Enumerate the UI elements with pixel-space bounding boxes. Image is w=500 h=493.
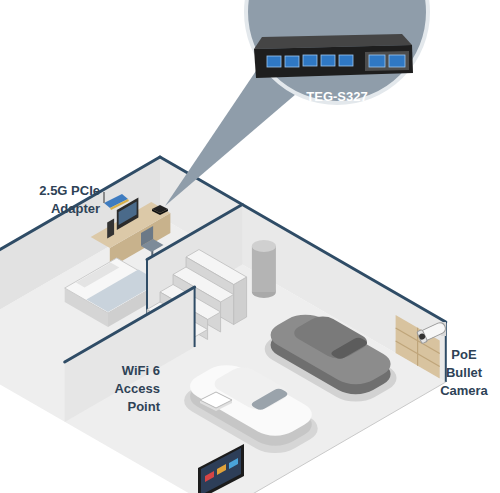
car-windshield [329, 337, 370, 361]
callout-bubble: TEG-S327 [243, 0, 431, 106]
ap-top [200, 392, 232, 408]
car-roof [288, 313, 373, 362]
tv-tile [217, 464, 226, 475]
device-label: WiFi 6 Access Point [84, 362, 160, 417]
bullet-camera [417, 320, 448, 344]
pillow [76, 263, 119, 288]
sfp-bay [365, 51, 409, 71]
device-label: 2.5G PCIe Adapter [8, 182, 100, 218]
wall-edge [194, 287, 196, 347]
product-name: TEG-S327 [306, 89, 367, 105]
heater-top [252, 240, 276, 252]
camera-lens [418, 333, 426, 341]
bubble-circle [246, 0, 428, 103]
camera-hood [417, 329, 428, 343]
label-holder: 2.5G PCIe Adapter [8, 182, 100, 218]
car-body [180, 360, 322, 442]
switch-port [285, 56, 299, 67]
tv-frame [198, 444, 244, 493]
access-point [200, 392, 232, 411]
white-car [173, 360, 329, 460]
switch-port [389, 55, 405, 67]
heater-body [252, 246, 276, 292]
garage-wall [65, 287, 195, 422]
switch-port [321, 55, 335, 66]
chair-back [141, 226, 153, 246]
switch-port [303, 55, 317, 66]
pcie-bracket [103, 192, 105, 203]
pcie-adapter [104, 192, 129, 210]
wall-top [65, 287, 195, 362]
water-heater [252, 240, 276, 298]
desk-top [91, 202, 171, 248]
switch-port [369, 55, 385, 67]
callout-tail [165, 62, 296, 206]
tv [198, 444, 244, 493]
pc-tower [107, 219, 114, 239]
monitor-screen [119, 202, 137, 226]
garage-shelves [396, 315, 440, 379]
label-holder: WiFi 6 Access Point [84, 362, 160, 417]
device-label: PoE Bullet Camera [434, 346, 494, 401]
switch-port [339, 55, 353, 66]
car-body [260, 309, 400, 390]
wall-top [147, 205, 242, 260]
pcie-contacts [110, 199, 129, 210]
car-windshield [249, 388, 290, 412]
switch-front [254, 45, 413, 78]
tv-tile [229, 458, 238, 469]
tv-tile [205, 471, 214, 482]
bed-top [65, 258, 160, 313]
label-holder: PoE Bullet Camera [434, 346, 494, 401]
network-switch [254, 34, 413, 78]
switch-front [152, 209, 168, 215]
stair-side [234, 277, 247, 325]
switch-port [267, 56, 281, 67]
tv-screen [201, 448, 241, 493]
shelf-unit [396, 315, 440, 379]
